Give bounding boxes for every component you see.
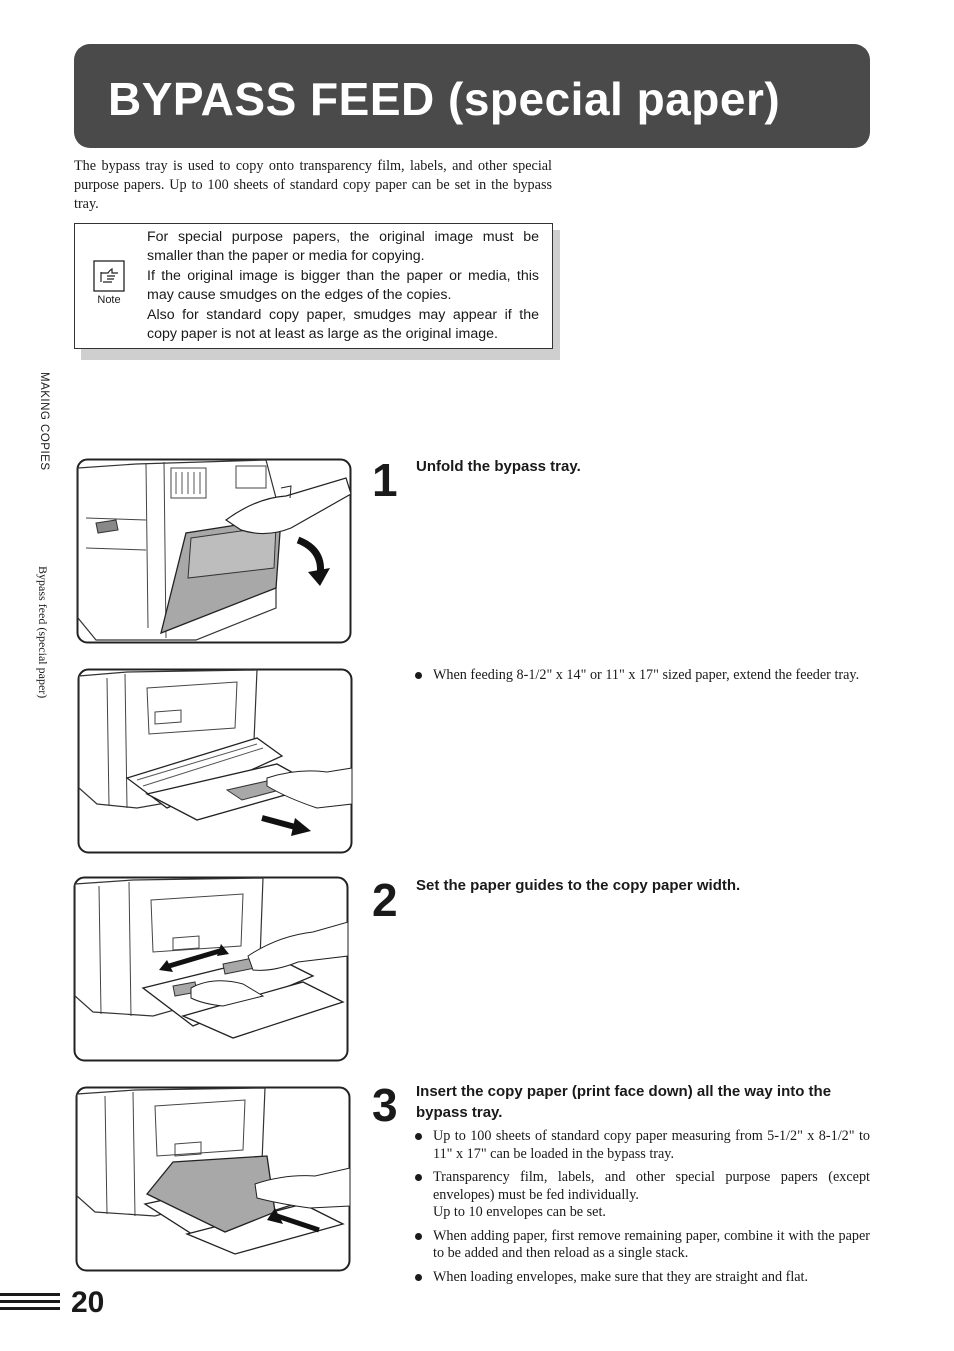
- list-item: When loading envelopes, make sure that t…: [415, 1269, 870, 1287]
- bullet-text: Transparency film, labels, and other spe…: [433, 1169, 870, 1203]
- bullet-icon: [415, 1273, 422, 1281]
- side-section-text: MAKING COPIES: [38, 372, 50, 471]
- bullet-icon: [415, 1174, 422, 1181]
- bullet-icon: [415, 1133, 422, 1140]
- note-paragraph: Also for standard copy paper, smudges ma…: [147, 306, 539, 343]
- page-number: 20: [71, 1286, 105, 1319]
- title-bar: BYPASS FEED (special paper): [74, 44, 870, 148]
- bullet-text: Up to 100 sheets of standard copy paper …: [433, 1128, 870, 1162]
- side-topic-text: Bypass feed (special paper): [36, 566, 50, 699]
- pointing-hand-icon: [93, 260, 125, 292]
- intro-paragraph: The bypass tray is used to copy onto tra…: [74, 158, 552, 212]
- illustration-paper-guides: [73, 876, 349, 1062]
- step-number: 1: [372, 454, 398, 506]
- bullet-subtext: Up to 10 envelopes can be set.: [433, 1204, 606, 1220]
- step-title: Insert the copy paper (print face down) …: [416, 1083, 832, 1121]
- step1-notes: When feeding 8-1/2" x 14" or 11" x 17" s…: [415, 667, 871, 691]
- bullet-icon: [415, 672, 422, 679]
- step-number: 2: [372, 874, 398, 926]
- bullet-text: When loading envelopes, make sure that t…: [433, 1268, 809, 1285]
- bullet-icon: [415, 1232, 422, 1240]
- page-number-rules: [0, 1293, 60, 1313]
- bullet-text: When feeding 8-1/2" x 14" or 11" x 17" s…: [433, 667, 860, 683]
- illustration-extend-feeder: [77, 668, 353, 854]
- note-paragraph: If the original image is bigger than the…: [147, 267, 539, 304]
- illustration-unfold-tray: [76, 458, 352, 644]
- list-item: When feeding 8-1/2" x 14" or 11" x 17" s…: [415, 667, 871, 685]
- step-title: Set the paper guides to the copy paper w…: [416, 877, 741, 894]
- list-item: Up to 100 sheets of standard copy paper …: [415, 1128, 870, 1163]
- note-label: Note: [97, 294, 121, 306]
- page-title: BYPASS FEED (special paper): [108, 73, 781, 125]
- list-item: Transparency film, labels, and other spe…: [415, 1169, 870, 1222]
- step-title: Unfold the bypass tray.: [416, 458, 581, 475]
- step-number: 3: [372, 1079, 398, 1131]
- note-paragraph: For special purpose papers, the original…: [147, 229, 539, 265]
- side-topic-label: Bypass feed (special paper): [36, 566, 50, 736]
- note-box: Note For special purpose papers, the ori…: [74, 223, 553, 349]
- bullet-text: When adding paper, first remove remainin…: [433, 1227, 870, 1262]
- step3-notes: Up to 100 sheets of standard copy paper …: [415, 1128, 870, 1292]
- illustration-insert-paper: [75, 1086, 351, 1272]
- note-text: For special purpose papers, the original…: [147, 228, 539, 344]
- list-item: When adding paper, first remove remainin…: [415, 1228, 870, 1263]
- side-section-label: MAKING COPIES: [36, 372, 50, 492]
